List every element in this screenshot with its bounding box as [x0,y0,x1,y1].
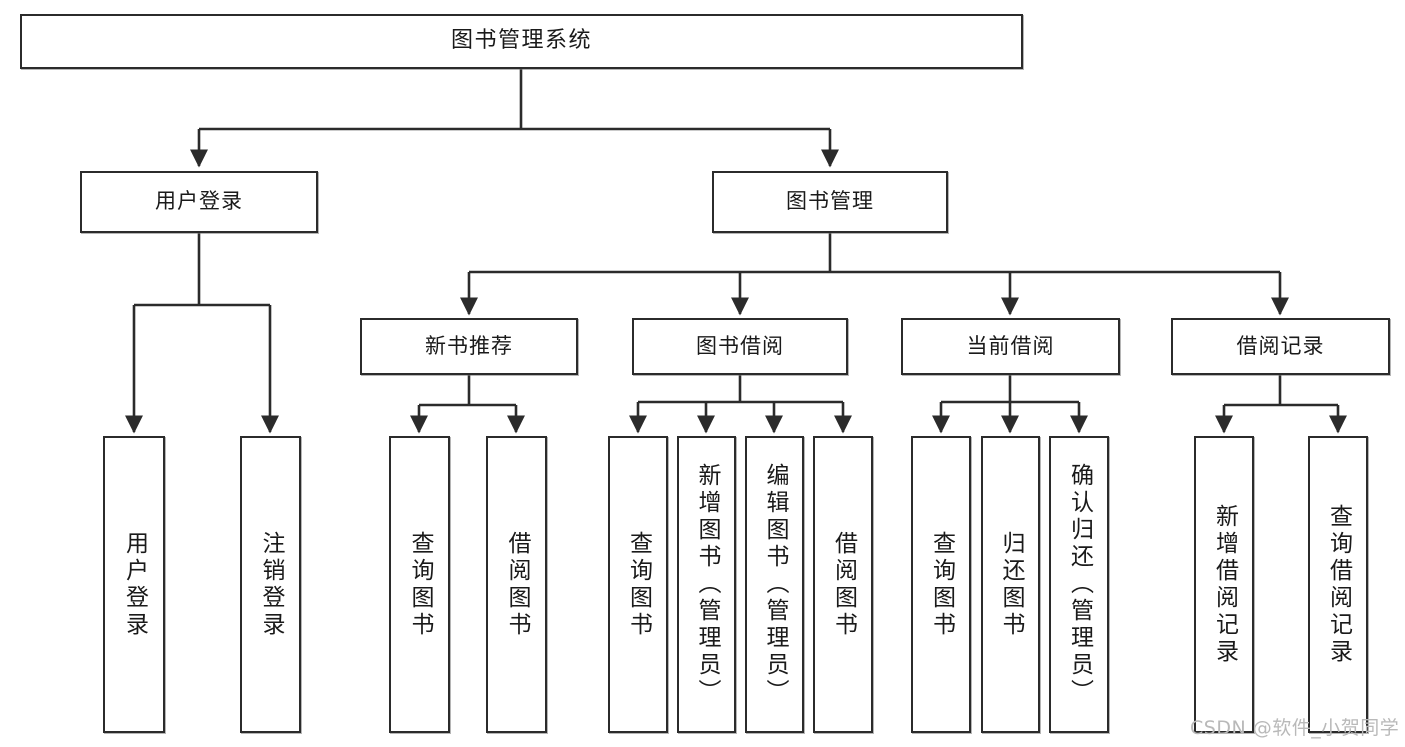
leaf-book-borrow-1[interactable]: 新增图书（管理员） [677,436,736,733]
leaf-book-borrow-0[interactable]: 查询图书 [608,436,668,733]
node-book-borrow[interactable]: 图书借阅 [632,318,848,375]
leaf-new-book-0-label: 查询图书 [407,530,433,639]
node-user-login[interactable]: 用户登录 [80,171,318,233]
leaf-current-borrow-1[interactable]: 归还图书 [981,436,1040,733]
node-current-borrow-label: 当前借阅 [966,333,1055,358]
leaf-borrow-record-1[interactable]: 查询借阅记录 [1308,436,1368,733]
leaf-book-borrow-1-label: 新增图书（管理员） [694,463,720,706]
node-borrow-record-label: 借阅记录 [1236,333,1325,358]
leaf-new-book-1[interactable]: 借阅图书 [486,436,547,733]
node-user-login-label: 用户登录 [155,189,243,214]
leaf-borrow-record-1-label: 查询借阅记录 [1325,503,1352,666]
leaf-new-book-1-label: 借阅图书 [504,530,530,639]
leaf-current-borrow-2[interactable]: 确认归还（管理员） [1049,436,1109,733]
leaf-book-borrow-3-label: 借阅图书 [830,530,857,639]
leaf-user-login-0-label: 用户登录 [121,530,148,639]
leaf-book-borrow-2[interactable]: 编辑图书（管理员） [745,436,804,733]
leaf-user-login-1-label: 注销登录 [258,530,284,639]
leaf-current-borrow-1-label: 归还图书 [998,530,1024,639]
leaf-current-borrow-0[interactable]: 查询图书 [911,436,971,733]
node-book-manage-label: 图书管理 [786,189,874,214]
node-book-borrow-label: 图书借阅 [696,333,784,358]
leaf-book-borrow-3[interactable]: 借阅图书 [813,436,873,733]
leaf-book-borrow-2-label: 编辑图书（管理员） [762,463,788,706]
leaf-borrow-record-0[interactable]: 新增借阅记录 [1194,436,1254,733]
node-new-book-recommend[interactable]: 新书推荐 [360,318,578,375]
leaf-current-borrow-2-label: 确认归还（管理员） [1066,463,1093,706]
csdn-watermark: CSDN @软件_小贺同学 [1190,717,1400,739]
leaf-book-borrow-0-label: 查询图书 [625,530,652,639]
node-borrow-record[interactable]: 借阅记录 [1171,318,1390,375]
leaf-user-login-1[interactable]: 注销登录 [240,436,301,733]
node-new-book-recommend-label: 新书推荐 [425,333,513,358]
leaf-current-borrow-0-label: 查询图书 [928,530,955,639]
node-book-manage[interactable]: 图书管理 [712,171,948,233]
leaf-borrow-record-0-label: 新增借阅记录 [1211,503,1238,666]
leaf-user-login-0[interactable]: 用户登录 [103,436,165,733]
node-current-borrow[interactable]: 当前借阅 [901,318,1120,375]
node-root-label: 图书管理系统 [450,28,592,54]
leaf-new-book-0[interactable]: 查询图书 [389,436,450,733]
node-root[interactable]: 图书管理系统 [20,14,1023,69]
